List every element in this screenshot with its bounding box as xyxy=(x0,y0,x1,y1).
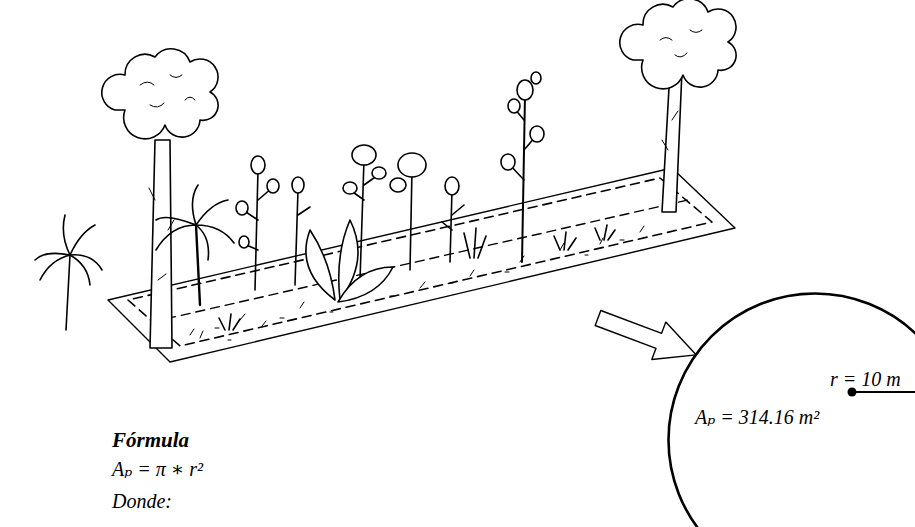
small-plants xyxy=(219,225,615,330)
formula: Aₚ = π ∗ r² xyxy=(112,458,203,481)
thin-tree xyxy=(501,72,544,262)
right-tree xyxy=(620,0,736,212)
small-palm xyxy=(35,215,102,330)
left-tree xyxy=(102,49,218,348)
where-label: Donde: xyxy=(112,490,172,513)
plot-circle: r = 10 m Aₚ = 314.16 m² xyxy=(667,292,915,527)
formula-heading: Fórmula xyxy=(112,428,189,452)
radius-line xyxy=(852,391,915,393)
ground-marks xyxy=(190,226,644,340)
shrubs xyxy=(236,145,486,290)
hollow-arrow xyxy=(595,311,696,360)
plot-outline xyxy=(108,168,735,362)
banana-plant xyxy=(306,220,393,302)
palm xyxy=(156,185,234,305)
plot-circle-border xyxy=(669,294,915,527)
plot-dashed-line xyxy=(152,200,688,322)
radius-label: r = 10 m xyxy=(830,368,901,391)
area-label: Aₚ = 314.16 m² xyxy=(695,406,819,429)
